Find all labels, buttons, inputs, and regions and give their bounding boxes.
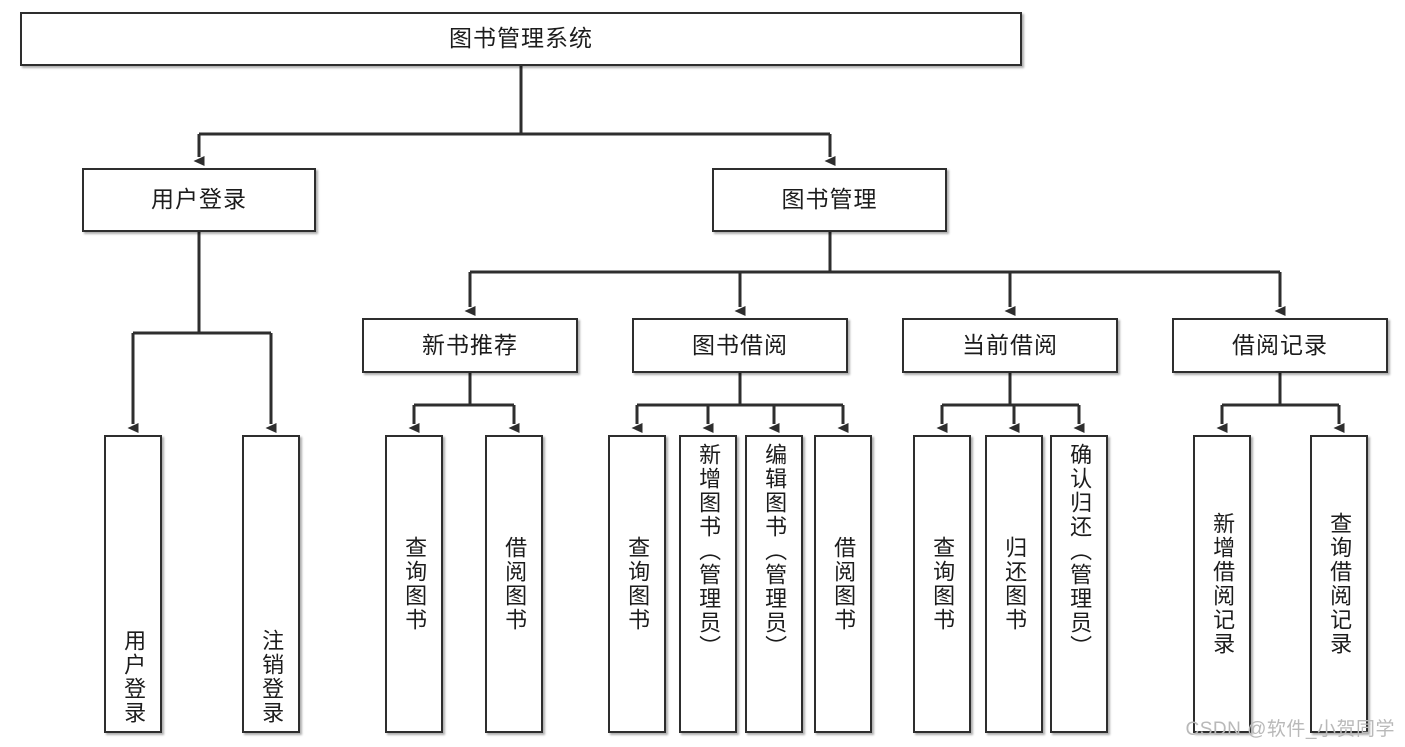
leaf-return-book-label: 归还图书 xyxy=(1002,536,1028,632)
leaf-add-book-admin-label: 新增图书（管理员） xyxy=(696,443,722,659)
node-borrow-records[interactable]: 借阅记录 xyxy=(1172,318,1388,373)
leaf-current-query-label: 查询图书 xyxy=(930,536,956,632)
node-root-label: 图书管理系统 xyxy=(449,25,593,52)
leaf-edit-book-admin[interactable]: 编辑图书（管理员） xyxy=(745,435,803,733)
node-current-borrow-label: 当前借阅 xyxy=(962,331,1058,358)
csdn-watermark: CSDN @软件_小贺同学 xyxy=(1185,719,1395,740)
leaf-add-borrow-record[interactable]: 新增借阅记录 xyxy=(1193,435,1251,733)
node-book-borrow-label: 图书借阅 xyxy=(692,331,788,358)
leaf-current-query[interactable]: 查询图书 xyxy=(913,435,971,733)
node-user-login-label: 用户登录 xyxy=(151,186,247,213)
leaf-user-login[interactable]: 用户登录 xyxy=(104,435,162,733)
node-new-book-recommend[interactable]: 新书推荐 xyxy=(362,318,578,373)
node-book-management-label: 图书管理 xyxy=(781,186,878,213)
leaf-new-book-borrow[interactable]: 借阅图书 xyxy=(485,435,543,733)
node-new-book-recommend-label: 新书推荐 xyxy=(422,331,518,358)
leaf-return-book[interactable]: 归还图书 xyxy=(985,435,1043,733)
node-root[interactable]: 图书管理系统 xyxy=(20,12,1022,66)
leaf-add-book-admin[interactable]: 新增图书（管理员） xyxy=(679,435,737,733)
leaf-new-book-query[interactable]: 查询图书 xyxy=(385,435,443,733)
leaf-confirm-return-admin-label: 确认归还（管理员） xyxy=(1067,443,1093,659)
leaf-borrow-query[interactable]: 查询图书 xyxy=(608,435,666,733)
node-book-management[interactable]: 图书管理 xyxy=(712,168,947,232)
leaf-lend-book[interactable]: 借阅图书 xyxy=(814,435,872,733)
leaf-edit-book-admin-label: 编辑图书（管理员） xyxy=(762,443,788,659)
node-current-borrow[interactable]: 当前借阅 xyxy=(902,318,1118,373)
leaf-logout-label: 注销登录 xyxy=(259,629,285,725)
leaf-add-borrow-record-label: 新增借阅记录 xyxy=(1210,512,1236,656)
leaf-query-borrow-record-label: 查询借阅记录 xyxy=(1327,512,1353,656)
leaf-query-borrow-record[interactable]: 查询借阅记录 xyxy=(1310,435,1368,733)
node-user-login[interactable]: 用户登录 xyxy=(82,168,316,232)
leaf-logout[interactable]: 注销登录 xyxy=(242,435,300,733)
leaf-new-book-borrow-label: 借阅图书 xyxy=(502,536,528,632)
leaf-lend-book-label: 借阅图书 xyxy=(831,536,857,632)
leaf-new-book-query-label: 查询图书 xyxy=(402,536,428,632)
node-borrow-records-label: 借阅记录 xyxy=(1232,331,1328,358)
leaf-borrow-query-label: 查询图书 xyxy=(625,536,651,632)
node-book-borrow[interactable]: 图书借阅 xyxy=(632,318,848,373)
leaf-confirm-return-admin[interactable]: 确认归还（管理员） xyxy=(1050,435,1108,733)
leaf-user-login-label: 用户登录 xyxy=(121,629,147,725)
